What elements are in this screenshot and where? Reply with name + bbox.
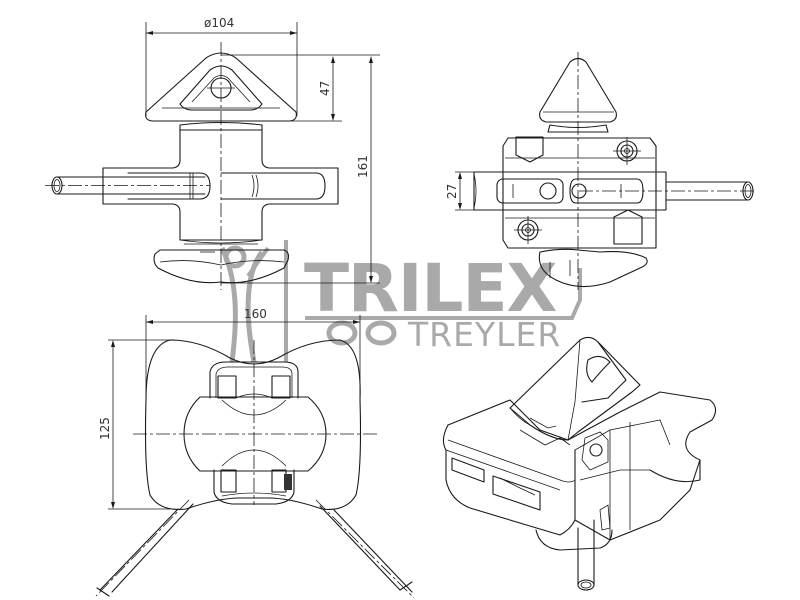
front-view: ø104 47 161 — [45, 16, 380, 290]
dimension-width-label: 160 — [244, 307, 267, 321]
logo-truck-outline — [305, 268, 582, 320]
isometric-view — [442, 336, 717, 591]
dimension-total-height-label: 161 — [356, 155, 370, 178]
side-view: 27 — [445, 52, 755, 290]
logo-emblem-icon — [219, 240, 288, 363]
watermark-logo: TRILEX TREYLER — [219, 240, 582, 363]
dimension-body-height-label: 27 — [445, 184, 459, 199]
dimension-diameter-label: ø104 — [204, 16, 234, 30]
dimension-head-height-label: 47 — [318, 81, 332, 96]
logo-brand-text: TRILEX — [304, 250, 557, 327]
logo-subtitle-text: TREYLER — [407, 315, 561, 354]
top-view: 160 125 — [95, 307, 415, 599]
dimension-depth-label: 125 — [98, 417, 112, 440]
bolt-icon — [613, 137, 641, 165]
spring-icon — [284, 474, 292, 490]
logo-wheels-icon — [326, 320, 397, 346]
bolt-icon — [514, 216, 542, 244]
bolt-icon — [589, 443, 603, 457]
